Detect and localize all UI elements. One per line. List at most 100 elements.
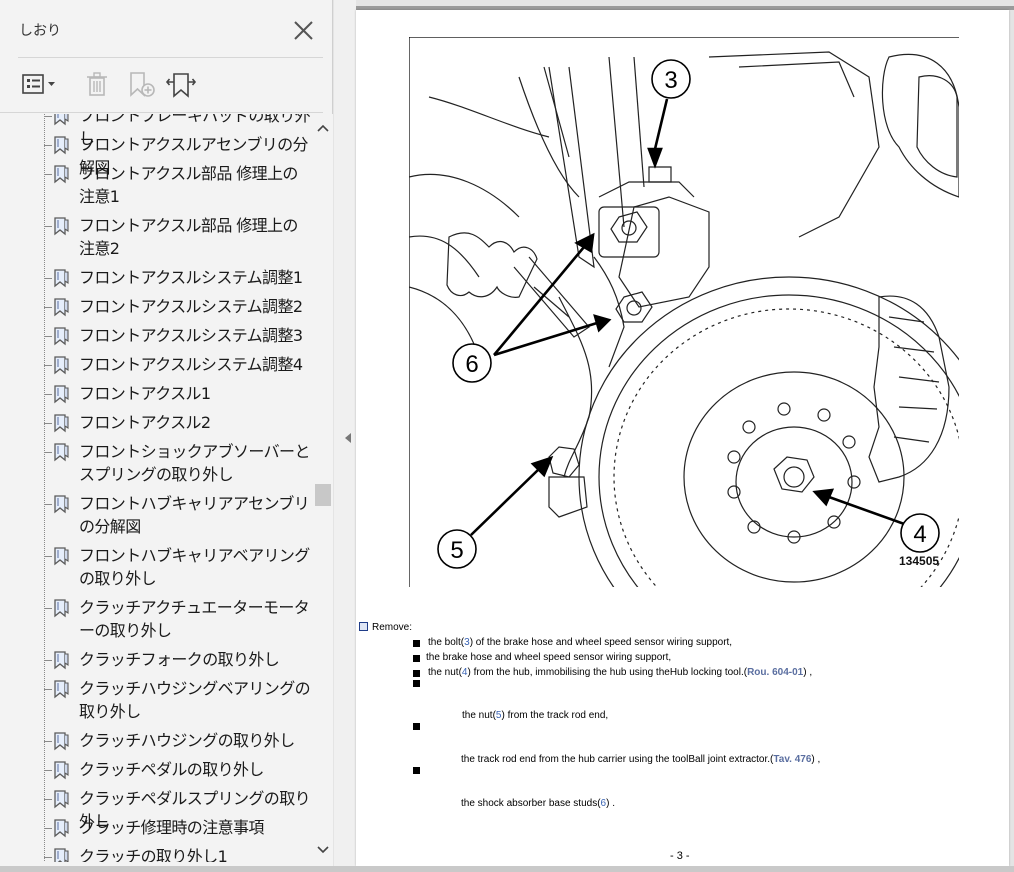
expand-bookmark-icon (165, 73, 197, 98)
bookmark-label: フロントアクスルシステム調整4 (79, 355, 303, 374)
bookmark-item[interactable]: フロントハブキャリアベアリングの取り外し (0, 544, 313, 590)
figure-number: 134505 (899, 554, 940, 568)
chevron-down-icon (317, 846, 329, 854)
bookmark-label: クラッチペダルの取り外し (79, 760, 264, 779)
tree-connector (44, 278, 52, 279)
document-page: 3 6 5 4 134505 Remove: the bolt(3) of th… (356, 10, 1009, 866)
step-2: the brake hose and wheel speed sensor wi… (426, 652, 672, 663)
scroll-down-button[interactable] (313, 842, 333, 858)
bookmark-item[interactable]: フロントハブキャリアアセンブリの分解図 (0, 492, 313, 538)
bookmark-label: フロントアクスルシステム調整2 (79, 297, 303, 316)
chevron-up-icon (317, 124, 329, 132)
horizontal-scroll-edge (0, 866, 1014, 872)
bookmark-item[interactable]: クラッチアクチュエーターモーターの取り外し (0, 596, 313, 642)
bullet-icon (413, 670, 420, 677)
new-bookmark-button[interactable] (124, 66, 158, 102)
bookmark-icon (54, 680, 69, 699)
bookmark-item[interactable]: フロントアクスル部品 修理上の注意1 (0, 162, 313, 208)
bookmark-icon (54, 114, 69, 126)
bookmark-icon (54, 136, 69, 155)
tree-connector (44, 394, 52, 395)
bookmark-item[interactable]: フロントアクスルシステム調整3 (0, 324, 313, 347)
close-icon (294, 21, 313, 40)
bookmark-icon (54, 761, 69, 780)
bookmark-item[interactable]: クラッチペダルの取り外し (0, 758, 313, 781)
close-panel-button[interactable] (288, 17, 318, 45)
bookmark-icon (54, 385, 69, 404)
collapse-panel-button[interactable] (343, 430, 353, 444)
bookmark-item[interactable]: フロントアクスルアセンブリの分解図 (0, 133, 313, 177)
bookmark-icon (54, 790, 69, 809)
bookmark-label: クラッチペダルスプリングの取り外し (79, 789, 311, 831)
svg-text:3: 3 (664, 67, 677, 94)
bookmark-icon (54, 269, 69, 288)
bookmark-item[interactable]: クラッチフォークの取り外し (0, 648, 313, 671)
bookmark-item[interactable]: フロントアクスル1 (0, 382, 313, 405)
bookmark-icon (54, 217, 69, 236)
bullet-icon (413, 680, 420, 687)
page-number: - 3 - (670, 850, 690, 862)
tree-connector (44, 365, 52, 366)
bullet-icon (413, 655, 420, 662)
bookmarks-panel: しおり (0, 0, 333, 866)
expand-bookmark-button[interactable] (163, 66, 199, 102)
bookmark-scrollbar[interactable] (313, 114, 333, 866)
svg-text:4: 4 (913, 521, 926, 548)
bookmark-label: クラッチハウジングベアリングの取り外し (79, 679, 311, 721)
tree-connector (44, 660, 52, 661)
bookmark-item[interactable]: フロントブレーキパッドの取り外し (0, 114, 313, 148)
tree-connector (44, 116, 52, 117)
tree-guide-line (44, 114, 45, 862)
scroll-up-button[interactable] (313, 120, 333, 136)
svg-text:6: 6 (465, 351, 478, 378)
bookmark-item[interactable]: クラッチハウジングの取り外し (0, 729, 313, 752)
step-1: the bolt(3) of the brake hose and wheel … (428, 637, 733, 648)
bookmark-icon (54, 495, 69, 514)
bookmark-item[interactable]: フロントアクスル部品 修理上の注意2 (0, 214, 313, 260)
svg-text:5: 5 (450, 537, 463, 564)
toolbar-divider (18, 57, 323, 58)
bookmark-item[interactable]: クラッチ修理時の注意事項 (0, 816, 313, 839)
add-bookmark-icon (130, 72, 155, 97)
triangle-left-icon (345, 433, 351, 443)
trash-icon (87, 72, 107, 96)
scrollbar-thumb[interactable] (315, 484, 331, 506)
tree-connector (44, 828, 52, 829)
tree-connector (44, 307, 52, 308)
options-menu-button[interactable] (18, 66, 62, 102)
bookmark-item[interactable]: フロントアクスルシステム調整4 (0, 353, 313, 376)
bookmark-item[interactable]: クラッチペダルスプリングの取り外し (0, 787, 313, 831)
tree-connector (44, 556, 52, 557)
bullet-icon (413, 723, 420, 730)
bookmark-item[interactable]: フロントアクスルシステム調整2 (0, 295, 313, 318)
bookmark-label: クラッチ修理時の注意事項 (79, 818, 264, 837)
checkbox-icon (359, 622, 368, 631)
tree-connector (44, 857, 52, 858)
bookmark-label: フロントブレーキパッドの取り外し (79, 114, 311, 148)
bookmark-item[interactable]: クラッチの取り外し1 (0, 845, 313, 862)
callout-6: 6 (452, 343, 492, 383)
bullet-icon (413, 640, 420, 647)
bullet-icon (413, 767, 420, 774)
bookmark-item[interactable]: フロントショックアブソーバーとスプリングの取り外し (0, 440, 313, 486)
tree-connector (44, 799, 52, 800)
tree-connector (44, 145, 52, 146)
bookmark-icon (54, 298, 69, 317)
bookmark-icon (54, 443, 69, 462)
bookmark-label: クラッチアクチュエーターモーターの取り外し (79, 598, 310, 640)
bookmark-item[interactable]: フロントアクスルシステム調整1 (0, 266, 313, 289)
bookmark-label: フロントショックアブソーバーとスプリングの取り外し (79, 442, 310, 484)
bookmark-item[interactable]: クラッチハウジングベアリングの取り外し (0, 677, 313, 723)
bookmark-label: フロントアクスルシステム調整1 (79, 268, 303, 287)
bookmark-icon (54, 414, 69, 433)
tree-connector (44, 452, 52, 453)
bookmark-label: フロントハブキャリアアセンブリの分解図 (79, 494, 310, 536)
bookmark-icon (54, 651, 69, 670)
tree-connector (44, 504, 52, 505)
tree-connector (44, 770, 52, 771)
bookmark-item[interactable]: フロントアクスル2 (0, 411, 313, 434)
delete-bookmark-button[interactable] (82, 66, 112, 102)
panel-splitter[interactable] (334, 0, 356, 866)
tree-connector (44, 423, 52, 424)
bookmark-label: クラッチフォークの取り外し (79, 650, 280, 669)
